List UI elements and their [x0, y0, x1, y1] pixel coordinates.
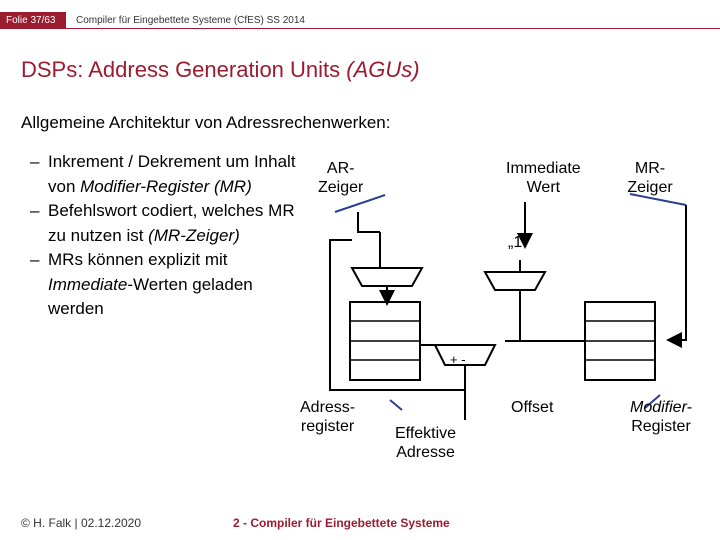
mr-pointer-line — [629, 193, 687, 206]
adressregister-pointer-line — [389, 399, 403, 411]
bullet-item: – Befehlswort codiert, welches MR zu nut… — [30, 199, 300, 248]
slide-title: DSPs: Address Generation Units (AGUs) — [21, 57, 420, 83]
mr-pointer-label: MR- Zeiger — [620, 159, 680, 197]
slide-title-abbr: (AGUs) — [346, 57, 420, 82]
immediate-label-line1: Immediate — [506, 160, 581, 177]
modifier-register-label: Modifier- Register — [630, 398, 692, 436]
bullet-text: MRs können explizit mit — [48, 250, 228, 269]
immediate-label: Immediate Wert — [506, 159, 581, 197]
immediate-label-line2: Wert — [526, 179, 561, 196]
bullet-dash: – — [30, 152, 40, 171]
effective-address-label: Effektive Adresse — [395, 424, 456, 462]
adressregister-label-line1: Adress- — [300, 399, 356, 416]
adressregister-label: Adress- register — [300, 398, 355, 436]
bullet-italic: Immediate — [48, 274, 128, 294]
slide-header: Folie 37/63 Compiler für Eingebettete Sy… — [0, 0, 720, 29]
ar-pointer-wire — [357, 212, 380, 233]
bullet-dash: – — [30, 250, 40, 269]
modifier-pointer-line — [644, 394, 661, 409]
bullet-text-tail: -Werten geladen werden — [48, 274, 253, 319]
modifier-register-label-line2: Register — [631, 418, 691, 435]
feedback-wire — [329, 239, 466, 391]
ar-pointer-label: AR- Zeiger — [318, 159, 363, 197]
mr-pointer-wire — [666, 205, 687, 348]
footer-author-date: © H. Falk | 02.12.2020 — [21, 516, 142, 530]
section-heading: Allgemeine Architektur von Adressrechenw… — [21, 113, 391, 132]
constant-one-label: „1“ — [508, 234, 528, 251]
adder — [433, 344, 497, 366]
bullet-text: Inkrement / Dekrement um Inhalt von — [48, 152, 296, 196]
modifier-register-label-line1: Modifier- — [630, 399, 692, 416]
ar-pointer-label-line1: AR- — [326, 160, 355, 177]
footer-lecture: 2 - Compiler für Eingebettete Systeme — [233, 516, 450, 530]
offset-label: Offset — [511, 399, 554, 416]
slide-number: Folie 37/63 — [0, 12, 66, 29]
effective-address-label-line1: Effektive — [395, 425, 457, 442]
header-divider — [66, 28, 720, 29]
bullet-dash: – — [30, 201, 40, 220]
bullet-item: – MRs können explizit mit Immediate-Wert… — [30, 248, 300, 322]
effective-address-label-line2: Adresse — [396, 444, 455, 461]
course-title: Compiler für Eingebettete Systeme (CfES)… — [76, 15, 305, 26]
slide-title-main: DSPs: Address Generation Units — [21, 57, 347, 82]
ar-pointer-line — [334, 194, 386, 213]
bullet-text: Befehlswort codiert, welches MR zu nutze… — [48, 201, 295, 245]
ar-pointer-label-line2: Zeiger — [318, 179, 364, 196]
mr-pointer-label-line2: Zeiger — [627, 179, 673, 196]
agu-diagram-svg — [329, 193, 687, 420]
offset-mux — [483, 271, 547, 291]
bullet-italic: (MR-Zeiger) — [148, 225, 240, 245]
bullet-list: – Inkrement / Dekrement um Inhalt von Mo… — [30, 150, 300, 322]
bullet-item: – Inkrement / Dekrement um Inhalt von Mo… — [30, 150, 300, 199]
address-mux — [350, 267, 424, 287]
mr-pointer-label-line1: MR- — [634, 160, 666, 177]
adressregister-label-line2: register — [300, 418, 355, 435]
agu-diagram: AR- Zeiger Immediate Wert MR- Zeiger „1“… — [290, 150, 720, 470]
bullet-italic: Modifier-Register (MR) — [80, 176, 252, 196]
plus-minus-label: + - — [450, 352, 466, 367]
